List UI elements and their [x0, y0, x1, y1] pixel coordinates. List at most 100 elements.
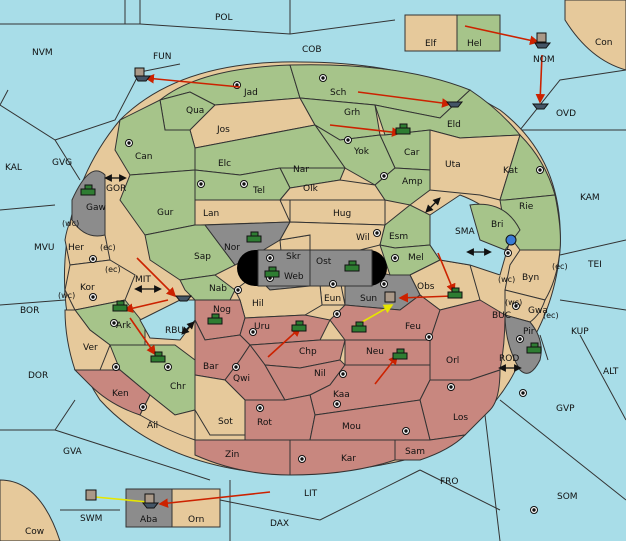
supply-center-icon [512, 302, 520, 310]
land-label: Amp [402, 177, 423, 187]
land-Hel[interactable] [456, 14, 501, 52]
land-label: Sch [330, 88, 346, 98]
sea-label: ALT [603, 367, 619, 377]
land-label: Rie [519, 202, 534, 212]
sea-label: COB [302, 45, 322, 55]
tank-icon [526, 342, 542, 354]
land-Kar[interactable] [289, 439, 396, 476]
sea-label: KAL [5, 163, 22, 173]
land-Sap[interactable] [144, 224, 236, 281]
tank-icon [207, 313, 223, 325]
tank-icon [351, 321, 367, 333]
land-label: Los [453, 413, 468, 423]
supply-center-icon [329, 280, 337, 288]
sea-label: SMA [455, 227, 475, 237]
sea-label: DAX [270, 519, 289, 529]
land-label: Gaw [86, 203, 106, 213]
sea-label: OVD [556, 109, 576, 119]
supply-center-icon [504, 249, 512, 257]
land-label: Her [68, 243, 84, 253]
sea-label: TEI [587, 260, 602, 270]
supply-center-icon [516, 335, 524, 343]
land-label: Qua [186, 106, 204, 116]
land-Rot[interactable] [244, 394, 316, 441]
land-Nor[interactable] [204, 221, 291, 266]
land-label: Uta [445, 160, 461, 170]
sea-label: LIT [304, 489, 318, 499]
sea-label: SWM [80, 514, 102, 524]
land-label: Bri [491, 220, 503, 230]
sea-label: BOR [20, 306, 39, 316]
sea-label: MIT [135, 275, 151, 285]
land-label: Chp [299, 347, 317, 357]
sea-label: KUP [571, 327, 589, 337]
land-label: Ail [147, 421, 158, 431]
land-label: Chr [170, 382, 186, 392]
land-label: Kat [503, 166, 518, 176]
land-Neu[interactable] [344, 339, 431, 366]
sea-labels: POL NVM FUN COB Con NOM OVD KAL GVG GOR … [5, 13, 619, 537]
land-label: Mou [342, 422, 361, 432]
land-Elf[interactable] [404, 14, 458, 52]
sea-label: GVA [63, 447, 83, 457]
land-label: Web [284, 272, 304, 282]
land-Sam[interactable] [394, 434, 467, 461]
land-Ail[interactable] [139, 394, 196, 441]
supply-center-icon [425, 333, 433, 341]
land-label: Orn [188, 515, 204, 525]
land-label: Sot [218, 417, 233, 427]
coast-label: (wc) [62, 219, 79, 228]
land-Los[interactable] [419, 369, 501, 441]
land-label: Hug [333, 209, 351, 219]
sea-label: KAM [580, 193, 600, 203]
tank-icon [246, 231, 262, 243]
land-label: Esm [389, 232, 408, 242]
supply-center-icon [89, 293, 97, 301]
land-label: Nab [209, 284, 227, 294]
land-label: Sun [360, 294, 377, 304]
supply-center-icon [125, 139, 133, 147]
land-Orn[interactable] [171, 488, 221, 528]
land-Ken[interactable] [73, 369, 151, 416]
land-Ver[interactable] [64, 309, 111, 371]
ship-icon [141, 493, 160, 509]
supply-center-icon [333, 310, 341, 318]
land-Con[interactable] [564, 0, 626, 71]
land-label: Tel [252, 186, 265, 196]
tank-icon [112, 300, 128, 312]
land-label: Car [404, 148, 420, 158]
ship-icon [174, 295, 193, 302]
land-label: Gur [157, 208, 174, 218]
land-label: Pir [523, 327, 535, 337]
sea-label: Con [595, 38, 613, 48]
units [80, 32, 552, 509]
supply-center-icon [402, 427, 410, 435]
supply-center-icon [232, 363, 240, 371]
land-label: Ark [116, 321, 132, 331]
ship-icon [384, 291, 396, 303]
sea-label: BUC [492, 311, 511, 321]
sea-label: GVP [556, 404, 575, 414]
coast-label: (ec) [105, 265, 121, 274]
land-Pir[interactable] [504, 314, 542, 374]
tank-icon [395, 123, 411, 135]
supply-center-icon [530, 506, 538, 514]
convoy-line [94, 496, 149, 503]
coast-label: (wc) [498, 275, 515, 284]
sea-label: Cow [25, 527, 44, 537]
land-Zin[interactable] [194, 439, 291, 476]
land-label: Can [135, 152, 153, 162]
coast-label: (ec) [552, 262, 568, 271]
land-label: Ken [112, 389, 129, 399]
supply-center-icon [391, 254, 399, 262]
sea-label: SOM [557, 492, 578, 502]
ship-icon [534, 32, 552, 49]
supply-center-icon [319, 74, 327, 82]
supply-center-icon [333, 400, 341, 408]
sea-label: DOR [28, 371, 48, 381]
land-Gaw[interactable] [71, 170, 106, 237]
tank-icon [447, 287, 463, 299]
supply-center-icon [240, 180, 248, 188]
adjacency-markers [104, 174, 522, 372]
supply-center-icon [339, 370, 347, 378]
